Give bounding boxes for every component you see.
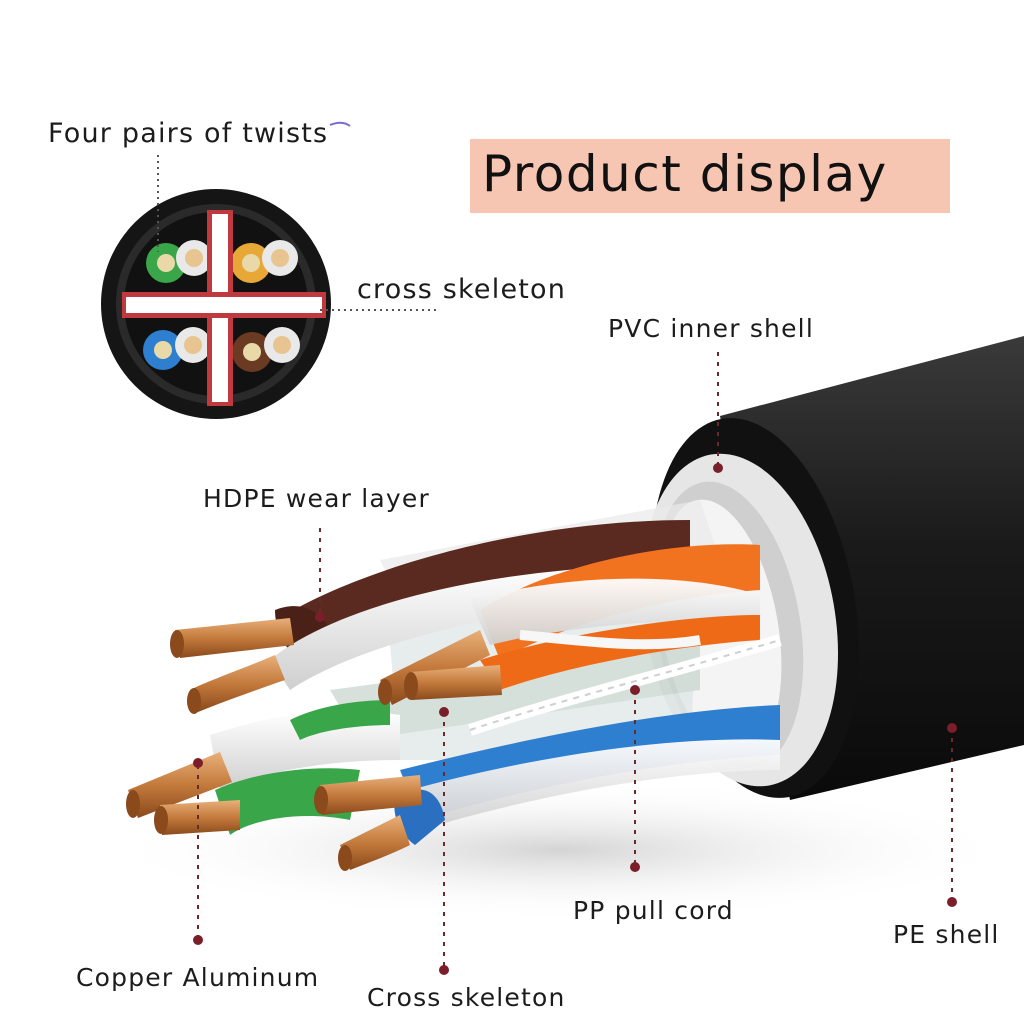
decor-stroke	[329, 121, 351, 127]
label-hdpe-wear-layer: HDPE wear layer	[203, 484, 430, 513]
cross-section-pair-orange	[231, 240, 298, 283]
leader-lines	[197, 352, 953, 968]
page-title: Product display	[482, 145, 888, 203]
cross-section-leaders	[157, 155, 440, 311]
leader-dots	[193, 463, 957, 975]
label-cross-skeleton-bottom: Cross skeleton	[367, 983, 566, 1012]
copper-conductors	[126, 618, 502, 871]
cross-section-pair-brown	[232, 327, 300, 372]
title-banner	[470, 139, 950, 213]
label-pp-pull-cord: PP pull cord	[573, 896, 734, 925]
cross-section-pair-green	[146, 240, 212, 283]
cross-section-pair-blue	[143, 327, 211, 370]
label-pvc-inner-shell: PVC inner shell	[608, 314, 814, 343]
label-four-pairs: Four pairs of twists	[48, 118, 329, 149]
label-cross-skeleton-top: cross skeleton	[357, 274, 567, 305]
cross-section-skeleton	[122, 210, 326, 406]
orange-pair	[470, 544, 760, 690]
label-copper-aluminum: Copper Aluminum	[76, 963, 320, 992]
cross-section	[101, 189, 331, 419]
label-pe-shell: PE shell	[893, 920, 1000, 949]
